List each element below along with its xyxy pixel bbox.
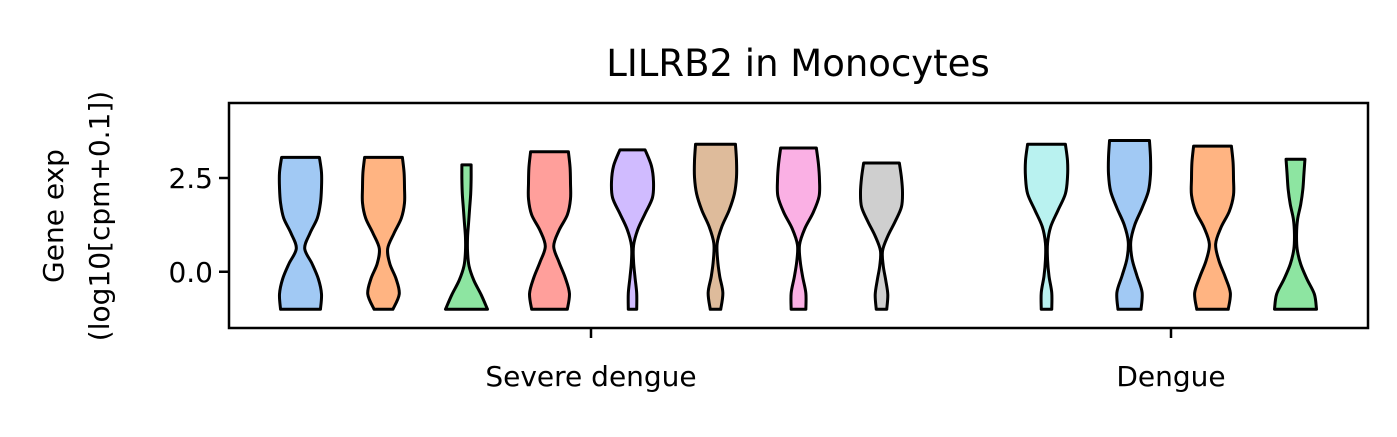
plot-frame [227,101,1370,330]
violin-severe-dengue-1 [277,155,324,311]
chart-title: LILRB2 in Monocytes [606,42,989,85]
violin-severe-dengue-4 [526,150,573,311]
violin-severe-dengue-6 [692,142,739,311]
violin-severe-dengue-2 [360,155,407,311]
violins-layer [277,139,1318,311]
violin-severe-dengue-5 [609,148,656,311]
y-tick-label: 2.5 [168,162,213,195]
y-tick-label: 0.0 [168,256,213,289]
violin-dengue-4 [1273,157,1318,311]
y-axis-label-line-1: Gene exp [37,149,70,283]
violin-dengue-2 [1106,139,1153,311]
x-tick-label: Severe dengue [485,360,696,393]
violin-severe-dengue-7 [775,146,822,311]
y-axis-label: Gene exp (log10[cpm+0.1]) [37,91,116,341]
x-tick-label: Dengue [1116,360,1225,393]
y-axis-label-line-2: (log10[cpm+0.1]) [83,91,116,341]
violin-dengue-3 [1189,144,1236,311]
violin-dengue-1 [1023,142,1070,311]
violin-severe-dengue-8 [858,161,905,311]
violin-severe-dengue-3 [444,163,489,311]
